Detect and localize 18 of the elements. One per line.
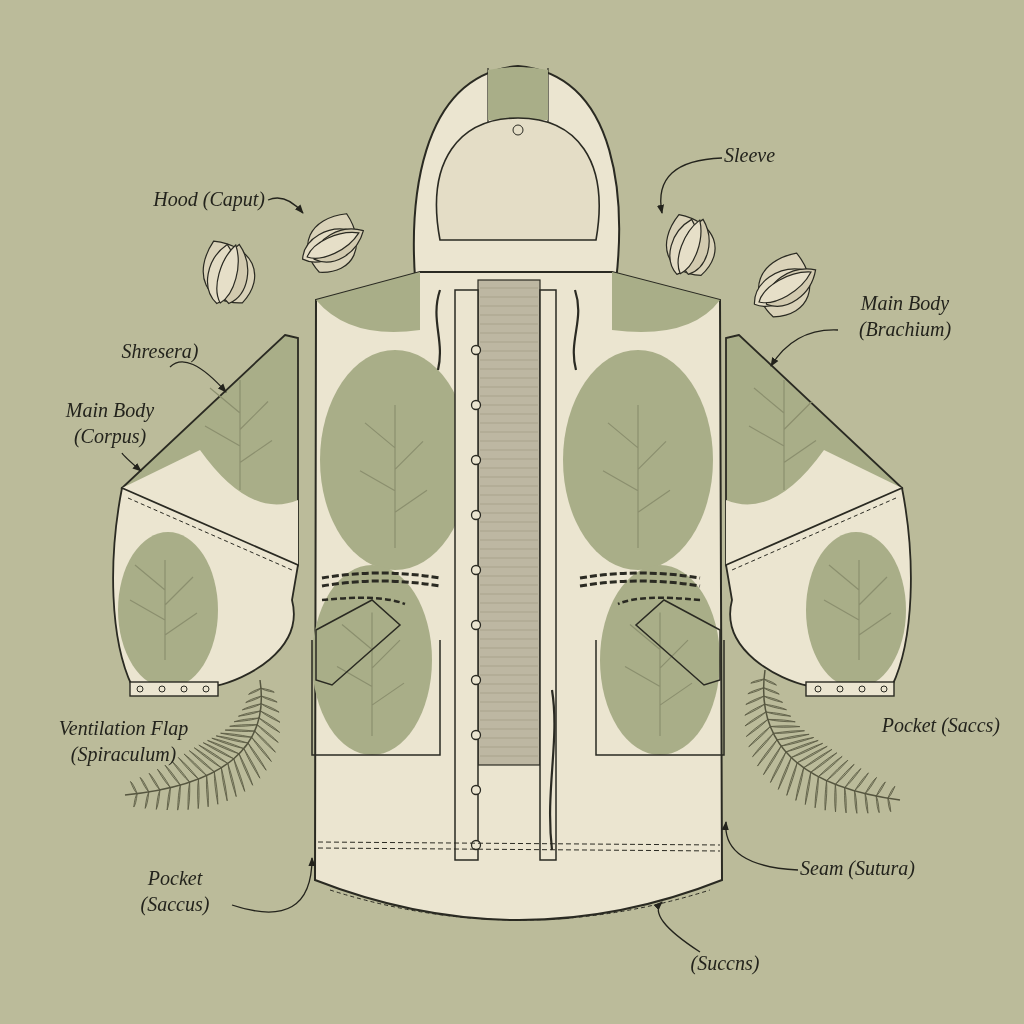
part-label: Pocket (Saccs) <box>880 713 1000 738</box>
leader-line <box>722 821 799 871</box>
leader-line <box>654 901 701 953</box>
leader-line <box>169 361 227 393</box>
callout-label: Sleeve <box>724 142 804 170</box>
callout-label: Main Body (Brachium) <box>835 290 975 344</box>
callout-label: Shresera) <box>100 338 220 366</box>
callout-label: Pocket (Saccus) <box>120 865 230 919</box>
leader-line <box>770 329 839 367</box>
leader-line <box>231 857 316 913</box>
callout-label: Main Body (Corpus) <box>40 397 180 451</box>
callout-label: Hood (Caput) <box>110 186 265 214</box>
leader-line <box>121 452 142 472</box>
leader-line <box>267 197 304 214</box>
part-label: Ventilation Flap (Spiraculum) <box>57 716 190 767</box>
leader-line <box>657 157 723 214</box>
callout-label: (Succns) <box>680 950 770 978</box>
callout-label: Seam (Sutura) <box>800 855 960 883</box>
